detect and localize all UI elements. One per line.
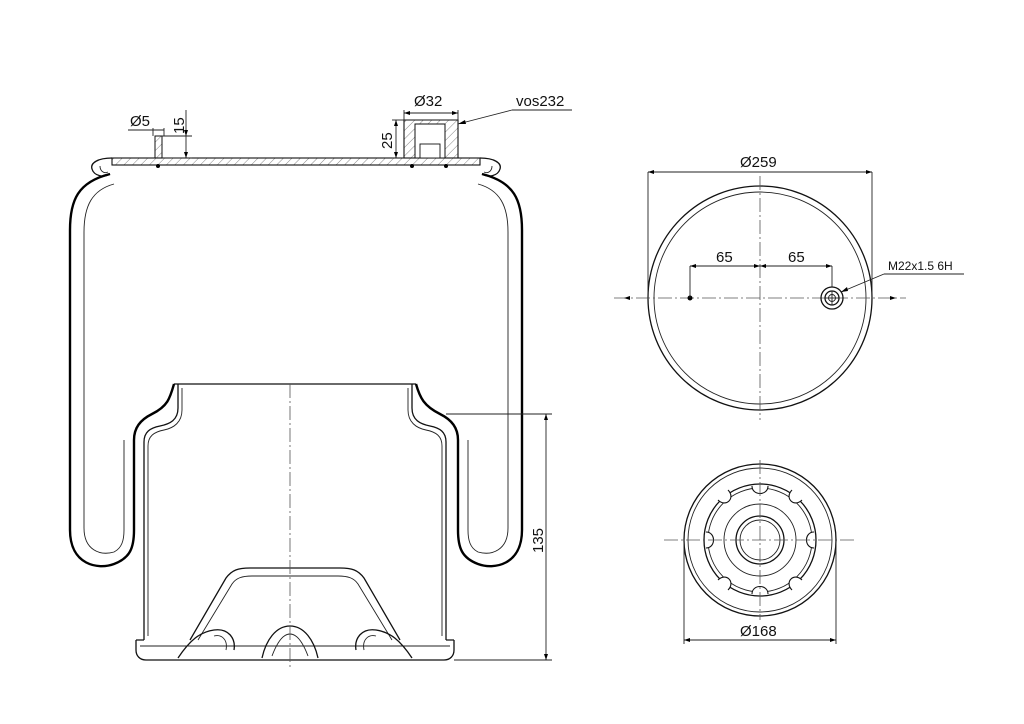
offset-left-label: 65 — [716, 249, 733, 266]
piston-ribs — [705, 485, 815, 595]
top-diameter-label: Ø259 — [740, 154, 777, 171]
stud-pin — [128, 110, 192, 159]
top-plate-view — [614, 170, 964, 420]
fitting-diameter-label: Ø32 — [414, 93, 442, 110]
top-plate — [91, 157, 501, 177]
piston-diameter-label: Ø168 — [740, 623, 777, 640]
piston-height-label: 135 — [530, 528, 547, 553]
fitting-height-label: 25 — [379, 132, 396, 149]
pin-height-label: 15 — [171, 117, 188, 134]
dim-135 — [446, 413, 552, 661]
fitting-code-label: vos232 — [516, 93, 564, 110]
air-fitting — [392, 109, 572, 159]
thread-spec-label: M22x1.5 6H — [888, 259, 953, 273]
rubber-bellows — [68, 172, 524, 568]
piston-bottom-view — [664, 460, 856, 644]
offset-right-label: 65 — [788, 249, 805, 266]
piston — [135, 383, 455, 661]
side-section-view — [68, 109, 572, 668]
pin-diameter-label: Ø5 — [130, 113, 150, 130]
